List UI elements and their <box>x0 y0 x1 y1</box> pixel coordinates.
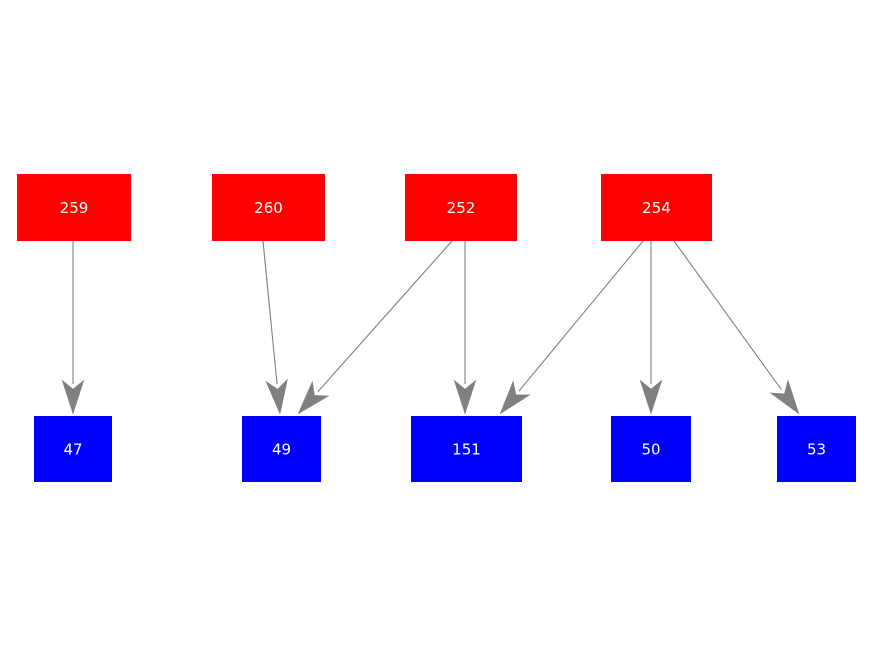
node-53[interactable]: 53 <box>777 416 856 482</box>
node-label-49: 49 <box>272 441 291 459</box>
node-label-259: 259 <box>60 199 89 217</box>
node-label-260: 260 <box>254 199 283 217</box>
node-50[interactable]: 50 <box>611 416 691 482</box>
source-node-box-260[interactable] <box>212 174 325 241</box>
edge-254-to-151 <box>518 240 644 392</box>
node-label-252: 252 <box>447 199 476 217</box>
arrowhead-260-to-49 <box>265 378 288 415</box>
target-node-box-49[interactable] <box>242 416 321 482</box>
edge-layer <box>61 240 800 415</box>
edge-260-to-49 <box>262 240 278 385</box>
node-49[interactable]: 49 <box>242 416 321 482</box>
node-260[interactable]: 260 <box>212 174 325 241</box>
node-label-53: 53 <box>807 441 826 459</box>
source-node-box-259[interactable] <box>17 174 131 241</box>
target-node-box-47[interactable] <box>34 416 112 482</box>
arrowhead-252-to-151 <box>453 379 477 415</box>
edge-254-to-53 <box>673 240 782 391</box>
node-label-47: 47 <box>63 441 82 459</box>
target-node-box-50[interactable] <box>611 416 691 482</box>
node-47[interactable]: 47 <box>34 416 112 482</box>
node-layer: 259 260 252 254 47 49 151 50 53 <box>17 174 856 482</box>
node-254[interactable]: 254 <box>601 174 712 241</box>
source-node-box-252[interactable] <box>405 174 517 241</box>
arrowhead-252-to-49 <box>297 380 330 415</box>
target-node-box-53[interactable] <box>777 416 856 482</box>
arrowhead-254-to-151 <box>499 380 531 415</box>
node-151[interactable]: 151 <box>411 416 522 482</box>
arrowhead-254-to-50 <box>639 379 663 415</box>
source-node-box-254[interactable] <box>601 174 712 241</box>
arrowhead-259-to-47 <box>61 379 85 415</box>
target-node-box-151[interactable] <box>411 416 522 482</box>
node-252[interactable]: 252 <box>405 174 517 241</box>
node-label-151: 151 <box>452 441 481 459</box>
arrowhead-254-to-53 <box>769 379 800 415</box>
node-label-254: 254 <box>642 199 671 217</box>
edge-252-to-49 <box>317 240 453 392</box>
node-259[interactable]: 259 <box>17 174 131 241</box>
node-label-50: 50 <box>641 441 660 459</box>
